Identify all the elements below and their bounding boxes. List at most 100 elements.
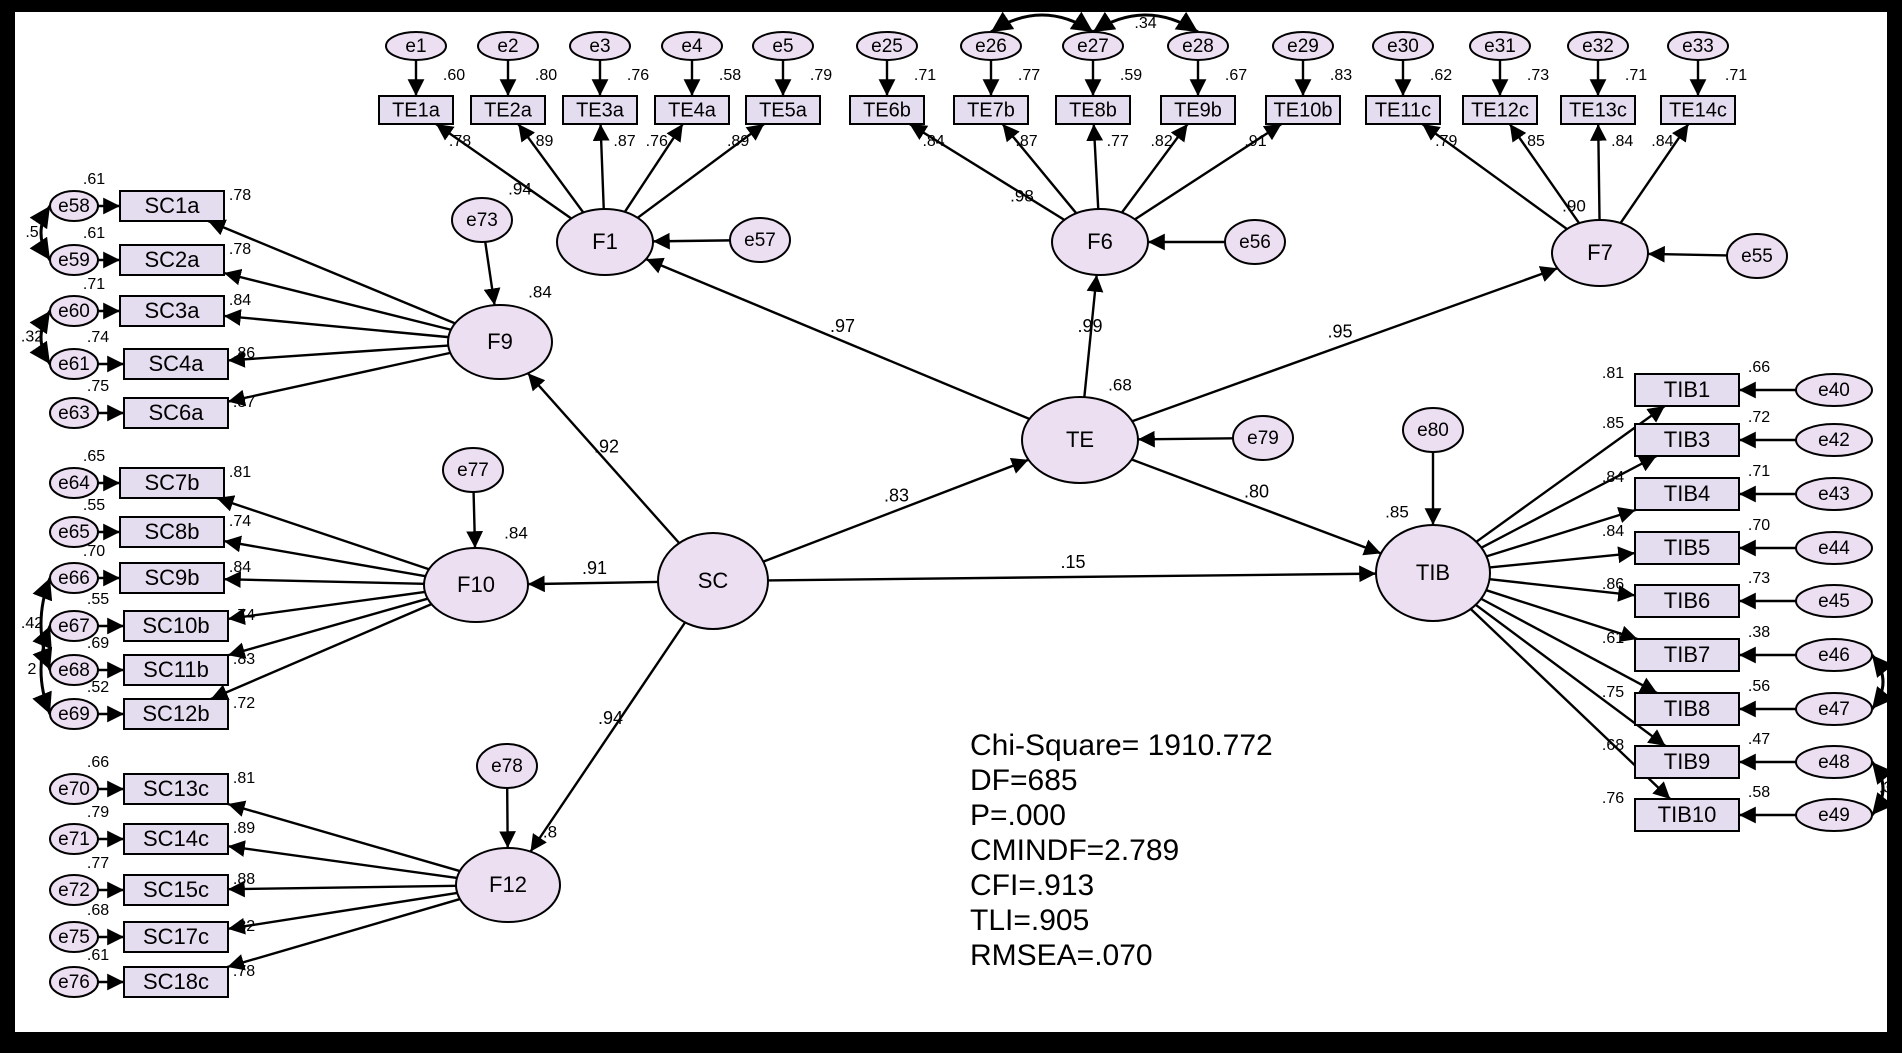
indicator-te12c-box — [1462, 95, 1538, 125]
indicator-tib3: TIB3 — [1664, 427, 1710, 452]
error-e66: e66 — [58, 568, 90, 589]
r-squared-f9: .84 — [528, 282, 552, 301]
error-e63: e63 — [58, 403, 90, 424]
indicator-te6b-box — [849, 95, 925, 125]
loading-arrow-te8b — [1086, 123, 1104, 210]
r-squared-te1a: .60 — [443, 67, 465, 84]
loading-value-te10b: .91 — [1244, 133, 1266, 150]
r-squared-sc4a: .74 — [87, 329, 109, 346]
error-e58-shape — [49, 190, 99, 222]
error-e55: e55 — [1741, 246, 1773, 267]
error-e5-shape — [752, 31, 814, 61]
indicator-te4a: TE4a — [668, 99, 717, 121]
r-squared-tib1: .66 — [1748, 359, 1770, 376]
error-e69-shape — [49, 698, 99, 730]
r-squared-sc15c: .77 — [87, 855, 109, 872]
error-e76: e76 — [58, 972, 90, 993]
disturbance-arrow-e79 — [1137, 430, 1234, 448]
error-e63-shape — [49, 397, 99, 429]
indicator-te14c-box — [1660, 95, 1736, 125]
indicator-sc2a-box — [119, 244, 225, 276]
error-e48: e48 — [1818, 752, 1850, 773]
loading-arrow-sc15c — [227, 880, 457, 898]
error-e77: e77 — [457, 460, 489, 481]
r-squared-te3a: .76 — [627, 67, 649, 84]
loading-value-tib1: .81 — [1602, 365, 1624, 382]
error-e4-shape — [661, 31, 723, 61]
error-e1-shape — [385, 31, 447, 61]
loading-arrow-sc2a — [223, 268, 452, 331]
loading-arrow-sc10b — [227, 590, 426, 625]
indicator-te1a: TE1a — [392, 99, 441, 121]
r-squared-f7: .90 — [1562, 196, 1586, 215]
error-e70: e70 — [58, 779, 90, 800]
fit-statistics: Chi-Square= 1910.772DF=685P=.000CMINDF=2… — [970, 729, 1273, 972]
loading-value-sc17c: .82 — [233, 918, 255, 935]
error-e76-shape — [49, 966, 99, 998]
r-squared-sc13c: .66 — [87, 754, 109, 771]
error-e61: e61 — [58, 354, 90, 375]
loading-value-sc13c: .81 — [233, 770, 255, 787]
correlation-e58-e59 — [29, 205, 52, 261]
indicator-te9b-box — [1160, 95, 1236, 125]
loading-arrow-te13c — [1590, 123, 1607, 221]
error-e60: e60 — [58, 301, 90, 322]
indicator-tib6-box — [1634, 584, 1740, 618]
loading-value-sc18c: .78 — [233, 963, 255, 980]
error-e2-shape — [477, 31, 539, 61]
loading-arrow-sc18c — [227, 897, 461, 971]
error-e65-shape — [49, 516, 99, 548]
loading-arrow-sc13c — [227, 800, 461, 873]
loading-value-te9b: .82 — [1150, 133, 1172, 150]
fit-stat-line: CMINDF=2.789 — [970, 834, 1179, 867]
loading-arrow-sc8b — [223, 535, 426, 578]
path-arrow-te-f1 — [645, 257, 1030, 421]
path-coefficient-sc-te: .83 — [884, 485, 909, 505]
error-e68: e68 — [58, 660, 90, 681]
latent-f6: F6 — [1087, 229, 1113, 254]
error-e33: e33 — [1682, 36, 1714, 57]
indicator-te1a-box — [378, 95, 454, 125]
r-squared-sc18c: .61 — [87, 947, 109, 964]
error-e64: e64 — [58, 473, 90, 494]
error-e65: e65 — [58, 522, 90, 543]
loading-value-te14c: .84 — [1651, 133, 1673, 150]
loading-value-te2a: .89 — [531, 133, 553, 150]
error-e26-shape — [960, 31, 1022, 61]
loading-arrow-sc12b — [210, 603, 432, 701]
latent-te-shape — [1021, 396, 1139, 484]
loading-arrow-tib6 — [1489, 578, 1636, 602]
correlation-value-e58-e59: .5 — [25, 224, 38, 241]
indicator-te11c: TE11c — [1375, 99, 1431, 121]
latent-f7-shape — [1551, 219, 1649, 287]
loading-value-te3a: .87 — [613, 133, 635, 150]
indicator-sc18c: SC18c — [143, 969, 209, 994]
latent-te: TE — [1066, 427, 1094, 452]
error-e57-shape — [729, 217, 791, 263]
indicator-sc3a-box — [119, 295, 225, 327]
fit-stat-line: RMSEA=.070 — [970, 939, 1153, 972]
r-squared-tib10: .58 — [1748, 784, 1770, 801]
loading-arrow-tib3 — [1480, 454, 1658, 549]
r-squared-te12c: .73 — [1527, 67, 1549, 84]
r-squared-te4a: .58 — [719, 67, 741, 84]
error-e59: e59 — [58, 250, 90, 271]
indicator-sc4a-box — [123, 348, 229, 380]
indicator-tib1: TIB1 — [1664, 377, 1710, 402]
loading-arrow-sc17c — [227, 891, 458, 935]
error-e49: e49 — [1818, 805, 1850, 826]
error-e45: e45 — [1818, 591, 1850, 612]
indicator-te10b-box — [1265, 95, 1341, 125]
loading-arrow-tib7 — [1485, 589, 1638, 642]
error-e49-shape — [1795, 798, 1873, 832]
loading-arrow-te2a — [517, 123, 585, 214]
r-squared-sc1a: .61 — [83, 171, 105, 188]
path-coefficient-sc-f10: .91 — [582, 558, 607, 578]
indicator-te9b: TE9b — [1174, 99, 1222, 121]
loading-value-te13c: .84 — [1611, 133, 1633, 150]
loading-arrow-sc7b — [216, 495, 430, 571]
latent-f1-shape — [556, 208, 654, 276]
path-coefficient-te-tib: .80 — [1244, 481, 1269, 501]
error-e48-shape — [1795, 745, 1873, 779]
error-e1: e1 — [405, 36, 426, 57]
